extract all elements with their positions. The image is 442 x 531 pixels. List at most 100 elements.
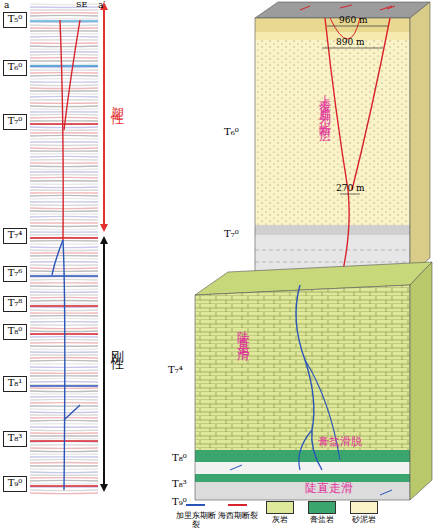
seismic-reflector (30, 81, 98, 82)
seismic-reflector (30, 48, 98, 50)
seismic-reflector (30, 372, 98, 374)
plastic-arrow (103, 6, 105, 228)
fault-trace (64, 405, 80, 420)
legend-item: 膏盐岩 (301, 501, 343, 524)
horizon-label-box: T₇⁰ (3, 114, 27, 130)
seismic-reflector (30, 327, 98, 329)
seismic-reflector (30, 135, 98, 137)
seismic-reflector (30, 492, 98, 494)
seismic-reflector (30, 111, 98, 112)
seismic-reflector (30, 198, 98, 200)
side-face (410, 262, 432, 500)
text-label: a (4, 0, 9, 11)
horizon-label-box: T₇⁸ (3, 296, 27, 312)
fault-trace (63, 240, 65, 490)
horizon-line (30, 333, 98, 334)
upper-outline (255, 18, 410, 275)
horizon-label: T₆⁰ (8, 61, 23, 72)
seismic-reflector (30, 30, 98, 31)
seismic-reflector (30, 90, 98, 91)
arrow-head (100, 236, 108, 244)
seismic-reflector (30, 237, 98, 239)
text-label: 刚性 (110, 340, 125, 352)
seismic-reflector (30, 231, 98, 232)
legend-text: 膏盐岩 (301, 515, 343, 524)
seismic-reflector (30, 222, 98, 223)
seismic-reflector (30, 21, 98, 23)
lower-block (195, 280, 410, 500)
seismic-reflector (30, 336, 98, 338)
legend-line-red (228, 504, 247, 506)
seismic-reflector (30, 84, 98, 86)
horizon-label: T₇⁴ (8, 229, 23, 240)
horizon-label: T₈⁰ (8, 325, 23, 336)
legend-swatch (308, 501, 336, 514)
seismic-reflector (30, 360, 98, 362)
seismic-reflector (30, 369, 98, 371)
horizon-label: T₇⁶ (8, 267, 23, 278)
seismic-reflector (30, 66, 98, 68)
seismic-reflector (30, 387, 98, 389)
seismic-reflector (30, 99, 98, 101)
legend-text: 加里东期断裂 (175, 511, 217, 529)
seismic-reflector (30, 225, 98, 227)
fault-trace (52, 240, 63, 275)
text-label: T₉⁰ (172, 496, 187, 508)
horizon-label-box: T₇⁴ (3, 228, 27, 244)
seismic-reflector (30, 378, 98, 380)
seismic-reflector (30, 33, 98, 35)
arrow-head (100, 224, 108, 232)
horizon-label: T₈³ (8, 432, 23, 443)
horizon-label: T₇⁰ (8, 115, 23, 126)
seismic-reflector (30, 330, 98, 332)
seismic-reflector (30, 69, 98, 70)
seismic-reflector (30, 150, 98, 151)
legend-text: 砂泥岩 (343, 515, 385, 524)
seismic-reflector (30, 60, 98, 61)
seismic-reflector (30, 339, 98, 341)
seismic-reflector (30, 36, 98, 38)
seismic-reflector (30, 192, 98, 193)
seismic-reflector (30, 144, 98, 146)
text-label: T₆⁰ (224, 126, 239, 138)
seismic-reflector (30, 357, 98, 359)
seismic-reflector (30, 363, 98, 364)
horizon-line (30, 237, 98, 238)
seismic-reflector (30, 213, 98, 215)
text-label: 膏盐滑脱 (318, 436, 362, 448)
seismic-section (30, 4, 98, 494)
seismic-reflector (30, 120, 98, 121)
seismic-reflector (30, 381, 98, 383)
text-label: T₈³ (172, 478, 187, 490)
seismic-reflector (30, 39, 98, 40)
seismic-reflector (30, 18, 98, 20)
text-label: 270 m (336, 182, 365, 194)
seismic-reflector (30, 180, 98, 182)
seismic-reflector (30, 375, 98, 376)
seismic-reflector (30, 345, 98, 347)
seismic-reflector (30, 240, 98, 242)
seismic-reflector (30, 333, 98, 334)
seismic-reflector (30, 174, 98, 176)
text-label: 陡直走滑 (305, 482, 353, 494)
legend-swatch (266, 501, 294, 514)
seismic-reflector (30, 3, 98, 5)
text-label: T₇⁴ (168, 364, 183, 376)
seismic-reflector (30, 228, 98, 230)
seismic-reflector (30, 141, 98, 142)
horizon-label: T₉⁰ (8, 477, 23, 488)
seismic-reflector (30, 105, 98, 107)
text-label: a′ (98, 0, 105, 11)
blue-fault (299, 360, 340, 470)
seismic-reflector (30, 27, 98, 29)
seismic-reflector (30, 177, 98, 179)
text-label: 塑性 (110, 95, 125, 107)
text-label: SE (76, 0, 87, 11)
seismic-reflector (30, 78, 98, 80)
seismic-reflector (30, 159, 98, 161)
seismic-reflector (30, 132, 98, 134)
legend-line-blue (186, 504, 205, 506)
arrow-head (100, 484, 108, 492)
seismic-reflector (30, 351, 98, 353)
